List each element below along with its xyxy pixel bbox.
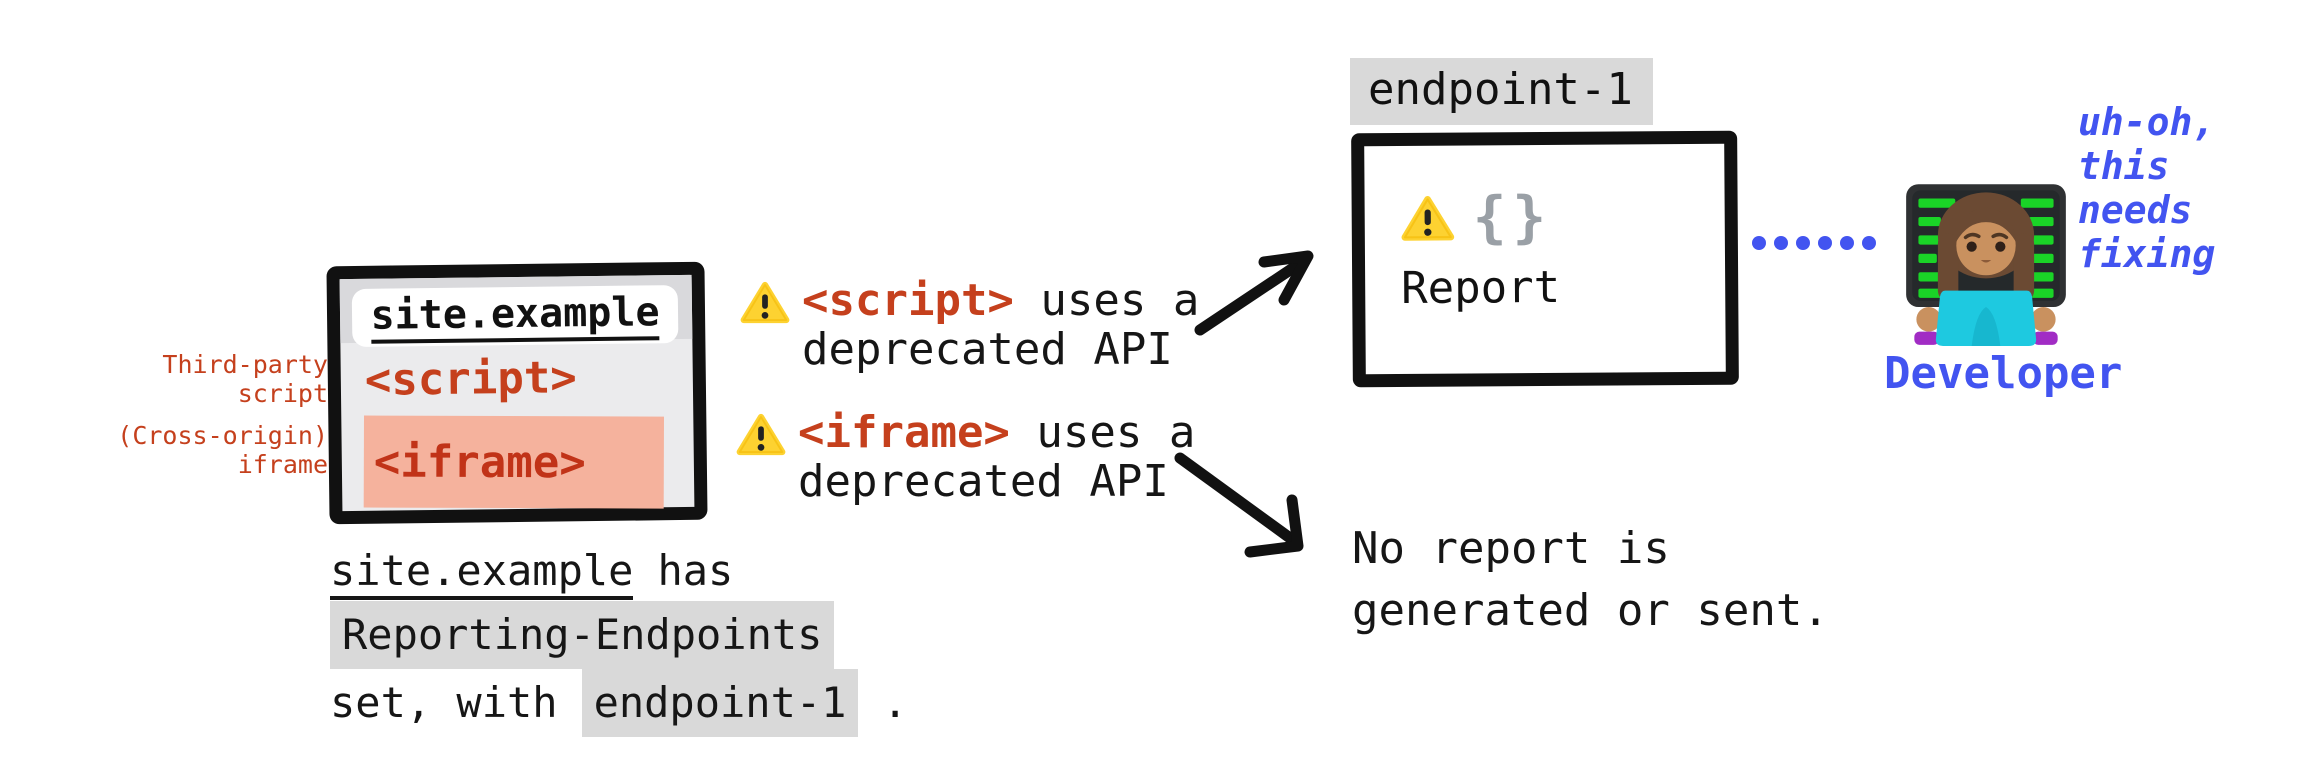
- warning-script-tag: <script>: [802, 275, 1014, 326]
- no-report-text: No report is generated or sent.: [1352, 523, 1829, 636]
- warning-icon: [1401, 194, 1455, 243]
- endpoint-1-chip: endpoint-1: [581, 669, 859, 737]
- warning-iframe-tag: <iframe>: [798, 407, 1010, 458]
- arrow-to-endpoint: [1194, 250, 1314, 336]
- script-tag-text: <script>: [364, 352, 578, 406]
- endpoint-1-label-chip: endpoint-1: [1350, 58, 1653, 125]
- connector-dot: [1752, 236, 1766, 250]
- developer-thought-text: uh-oh, this needs fixing: [2078, 100, 2216, 276]
- endpoint-box: {} Report: [1351, 130, 1739, 388]
- connector-dot: [1774, 236, 1788, 250]
- arrow-to-no-report: [1174, 452, 1304, 558]
- connector-dot: [1862, 236, 1876, 250]
- browser-topbar: site.example: [339, 274, 693, 348]
- connector-dot: [1818, 236, 1832, 250]
- iframe-highlight-block: <iframe>: [363, 415, 665, 509]
- iframe-tag-text: <iframe>: [373, 436, 586, 488]
- warning-icon: [740, 280, 790, 325]
- connector-dot: [1840, 236, 1854, 250]
- developer-label: Developer: [1884, 348, 2123, 399]
- json-braces-icon: {}: [1472, 184, 1553, 251]
- dotted-connector: [1752, 236, 1876, 250]
- connector-dot: [1796, 236, 1810, 250]
- script-deprecation-warning: <script> uses a deprecated API: [740, 276, 1199, 374]
- warning-icon: [736, 412, 786, 457]
- iframe-deprecation-warning: <iframe> uses a deprecated API: [736, 408, 1195, 506]
- woman-technologist-emoji: [1906, 184, 2066, 346]
- caption-site-domain: site.example: [330, 546, 634, 600]
- report-label: Report: [1401, 261, 1561, 315]
- cross-origin-iframe-label: (Cross-origin) iframe: [117, 421, 328, 479]
- site-browser-window: site.example <script> <iframe>: [326, 261, 708, 525]
- address-bar: site.example: [351, 285, 679, 348]
- third-party-script-label: Third-party script: [162, 350, 328, 408]
- reporting-endpoints-header-chip: Reporting-Endpoints: [330, 601, 835, 669]
- address-bar-url: site.example: [370, 288, 660, 344]
- browser-page-body: <script> <iframe>: [340, 339, 694, 510]
- caption-line-2: Reporting-Endpoints: [330, 601, 908, 669]
